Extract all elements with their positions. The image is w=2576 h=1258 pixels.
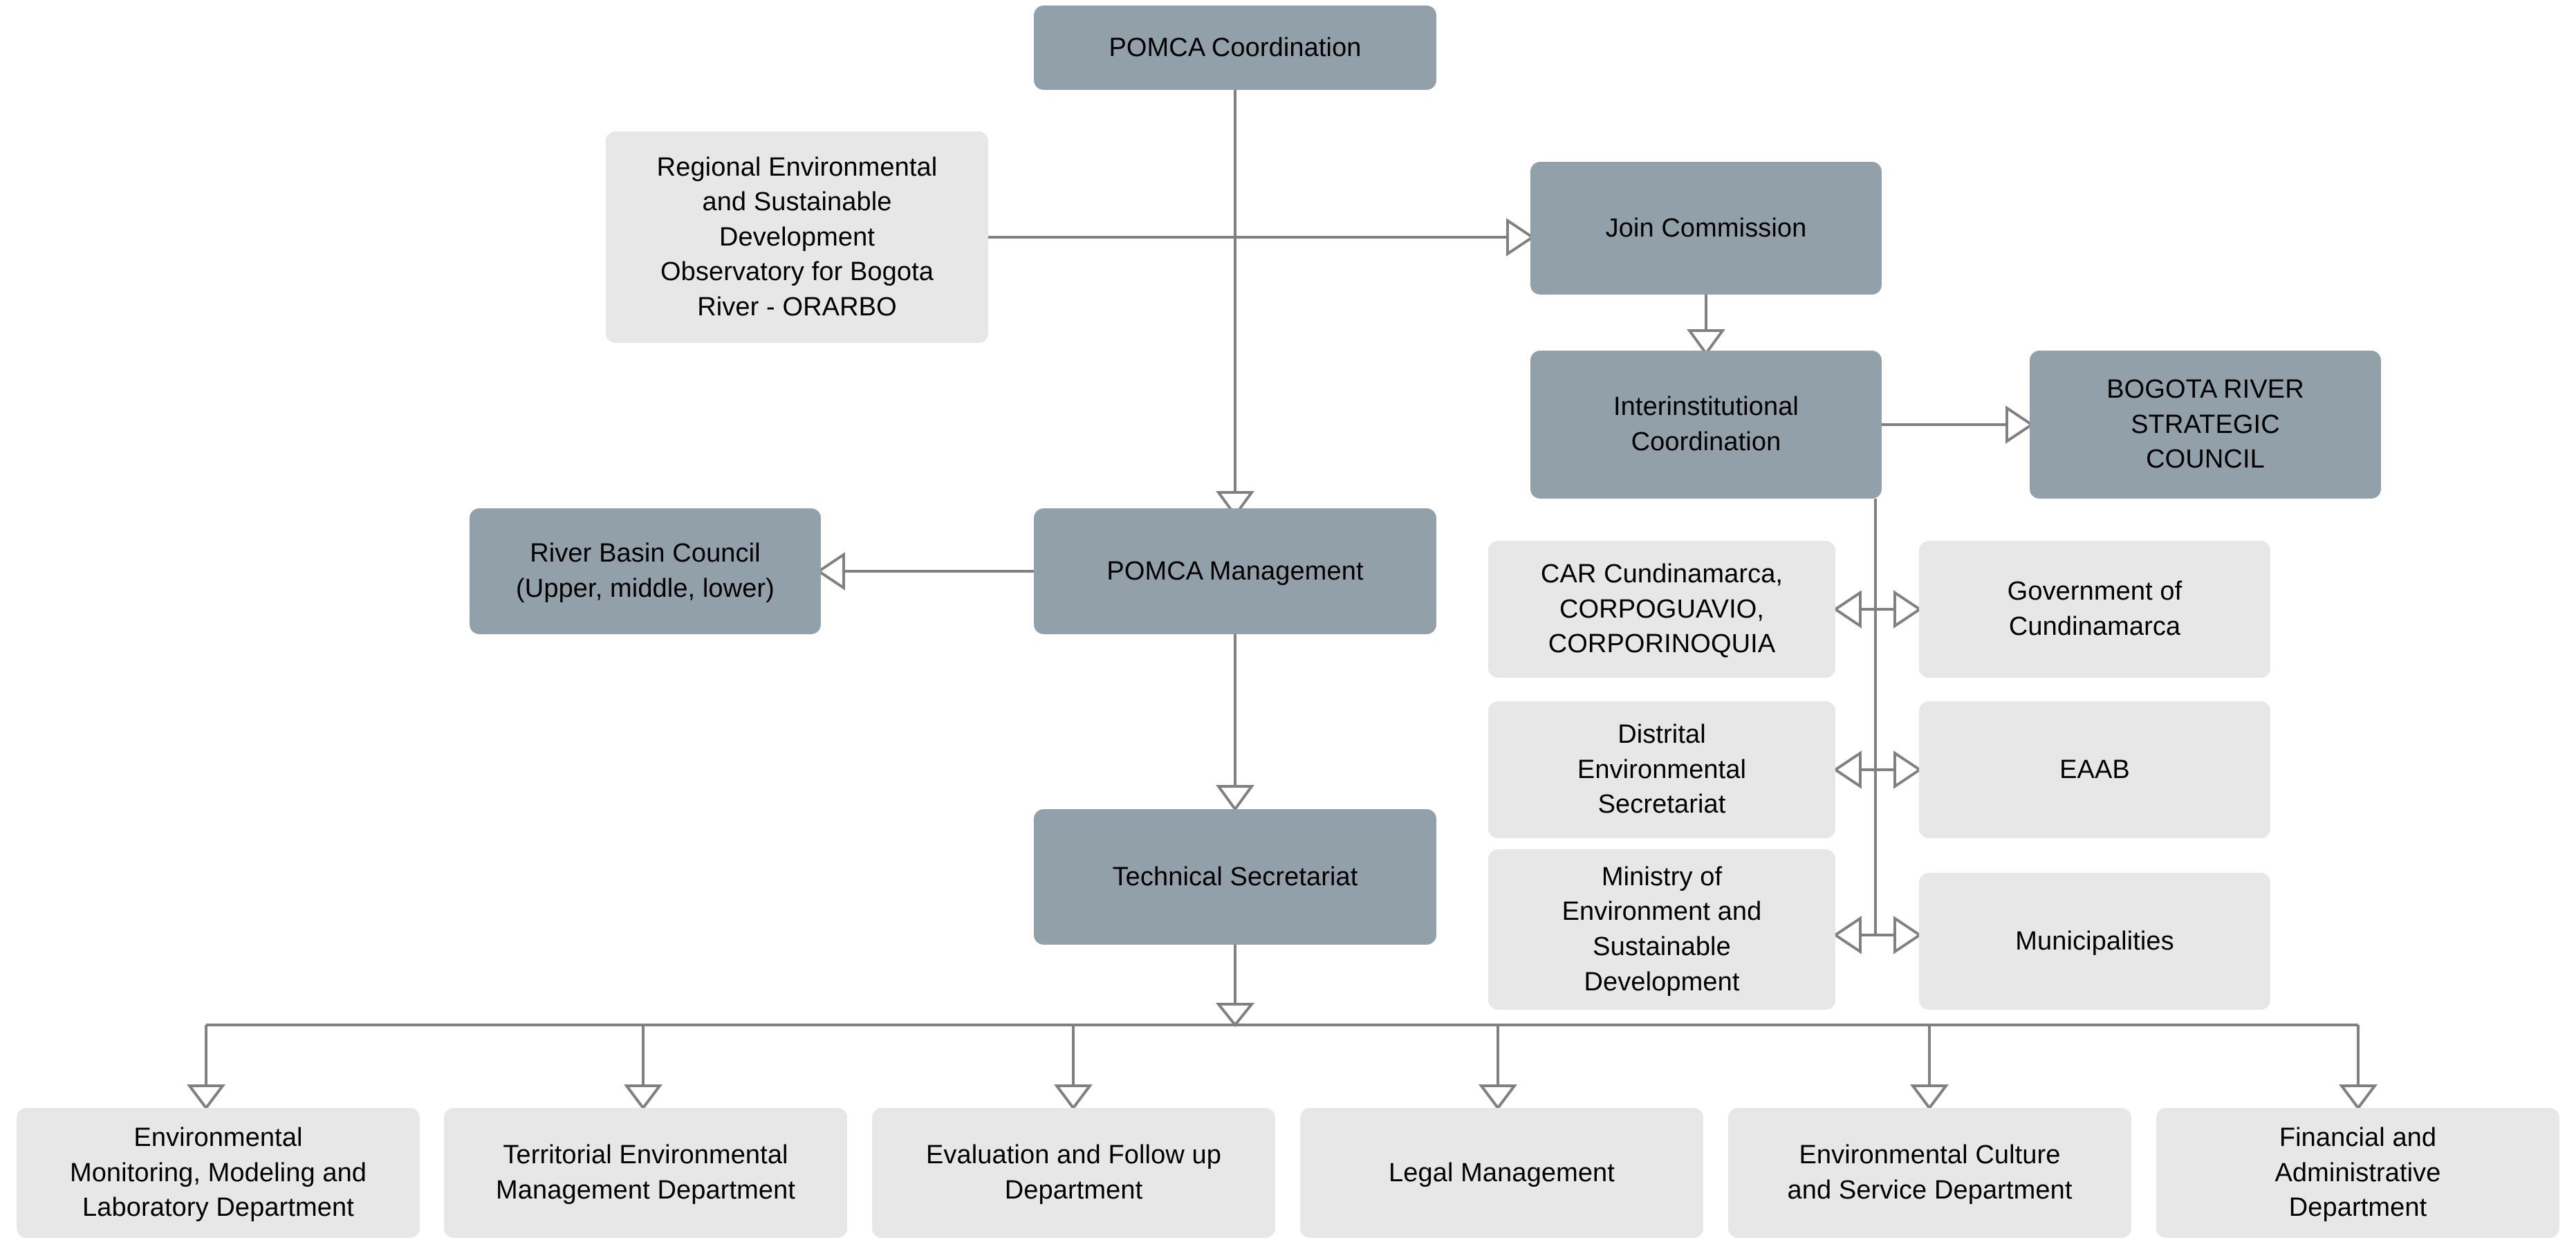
node-municipalities[interactable]: Municipalities <box>1919 873 2270 1010</box>
arrowhead-management-to-basin-council <box>816 552 845 591</box>
node-pomca-coordination[interactable]: POMCA Coordination <box>1034 6 1436 90</box>
arrowhead-bus-to-dept-4 <box>1479 1084 1517 1111</box>
node-car-cundinamarca[interactable]: CAR Cundinamarca, CORPOGUAVIO, CORPORINO… <box>1488 541 1835 678</box>
arrowhead-bus-to-dept-1 <box>187 1084 225 1111</box>
arrowhead-bus-to-dept-2 <box>624 1084 662 1111</box>
node-legal-management-department[interactable]: Legal Management <box>1300 1108 1703 1238</box>
node-technical-secretariat[interactable]: Technical Secretariat <box>1034 809 1436 945</box>
arrowhead-secretariat-to-bus <box>1215 1003 1255 1028</box>
node-evaluation-followup-department[interactable]: Evaluation and Follow up Department <box>872 1108 1275 1238</box>
node-environmental-culture-department[interactable]: Environmental Culture and Service Depart… <box>1728 1108 2131 1238</box>
node-distrital-environmental-secretariat[interactable]: Distrital Environmental Secretariat <box>1488 701 1835 838</box>
node-environmental-monitoring-department[interactable]: Environmental Monitoring, Modeling and L… <box>17 1108 420 1238</box>
node-territorial-management-department[interactable]: Territorial Environmental Management Dep… <box>444 1108 847 1238</box>
node-join-commission[interactable]: Join Commission <box>1530 162 1882 295</box>
arrowhead-orarbo-to-join-commission <box>1506 218 1535 257</box>
arrowhead-bus-to-dept-3 <box>1054 1084 1093 1111</box>
node-interinstitutional-coordination[interactable]: Interinstitutional Coordination <box>1530 351 1882 499</box>
arrowhead-municipalities-right <box>1893 916 1922 954</box>
node-government-of-cundinamarca[interactable]: Government of Cundinamarca <box>1919 541 2270 678</box>
arrowhead-ministry-left <box>1833 916 1862 954</box>
arrowhead-government-right <box>1893 590 1922 629</box>
node-bogota-river-strategic-council[interactable]: BOGOTA RIVER STRATEGIC COUNCIL <box>2030 351 2381 499</box>
arrowhead-coordination-to-management <box>1216 491 1254 518</box>
arrowhead-eaab-right <box>1893 750 1922 789</box>
arrowhead-bus-to-dept-5 <box>1910 1084 1949 1111</box>
arrowhead-distrital-left <box>1833 750 1862 789</box>
node-pomca-management[interactable]: POMCA Management <box>1034 508 1436 634</box>
arrowhead-join-to-interinstitutional <box>1687 329 1725 356</box>
arrowhead-car-left <box>1833 590 1862 629</box>
arrowhead-management-to-secretariat <box>1216 785 1254 812</box>
node-financial-administrative-department[interactable]: Financial and Administrative Department <box>2156 1108 2559 1238</box>
arrowhead-bus-to-dept-6 <box>2339 1084 2378 1111</box>
node-orarbo[interactable]: Regional Environmental and Sustainable D… <box>606 131 988 343</box>
node-eaab[interactable]: EAAB <box>1919 701 2270 838</box>
arrowhead-interinstitutional-to-strategic <box>2005 405 2035 444</box>
node-ministry-of-environment[interactable]: Ministry of Environment and Sustainable … <box>1488 849 1835 1010</box>
node-river-basin-council[interactable]: River Basin Council (Upper, middle, lowe… <box>470 508 821 634</box>
